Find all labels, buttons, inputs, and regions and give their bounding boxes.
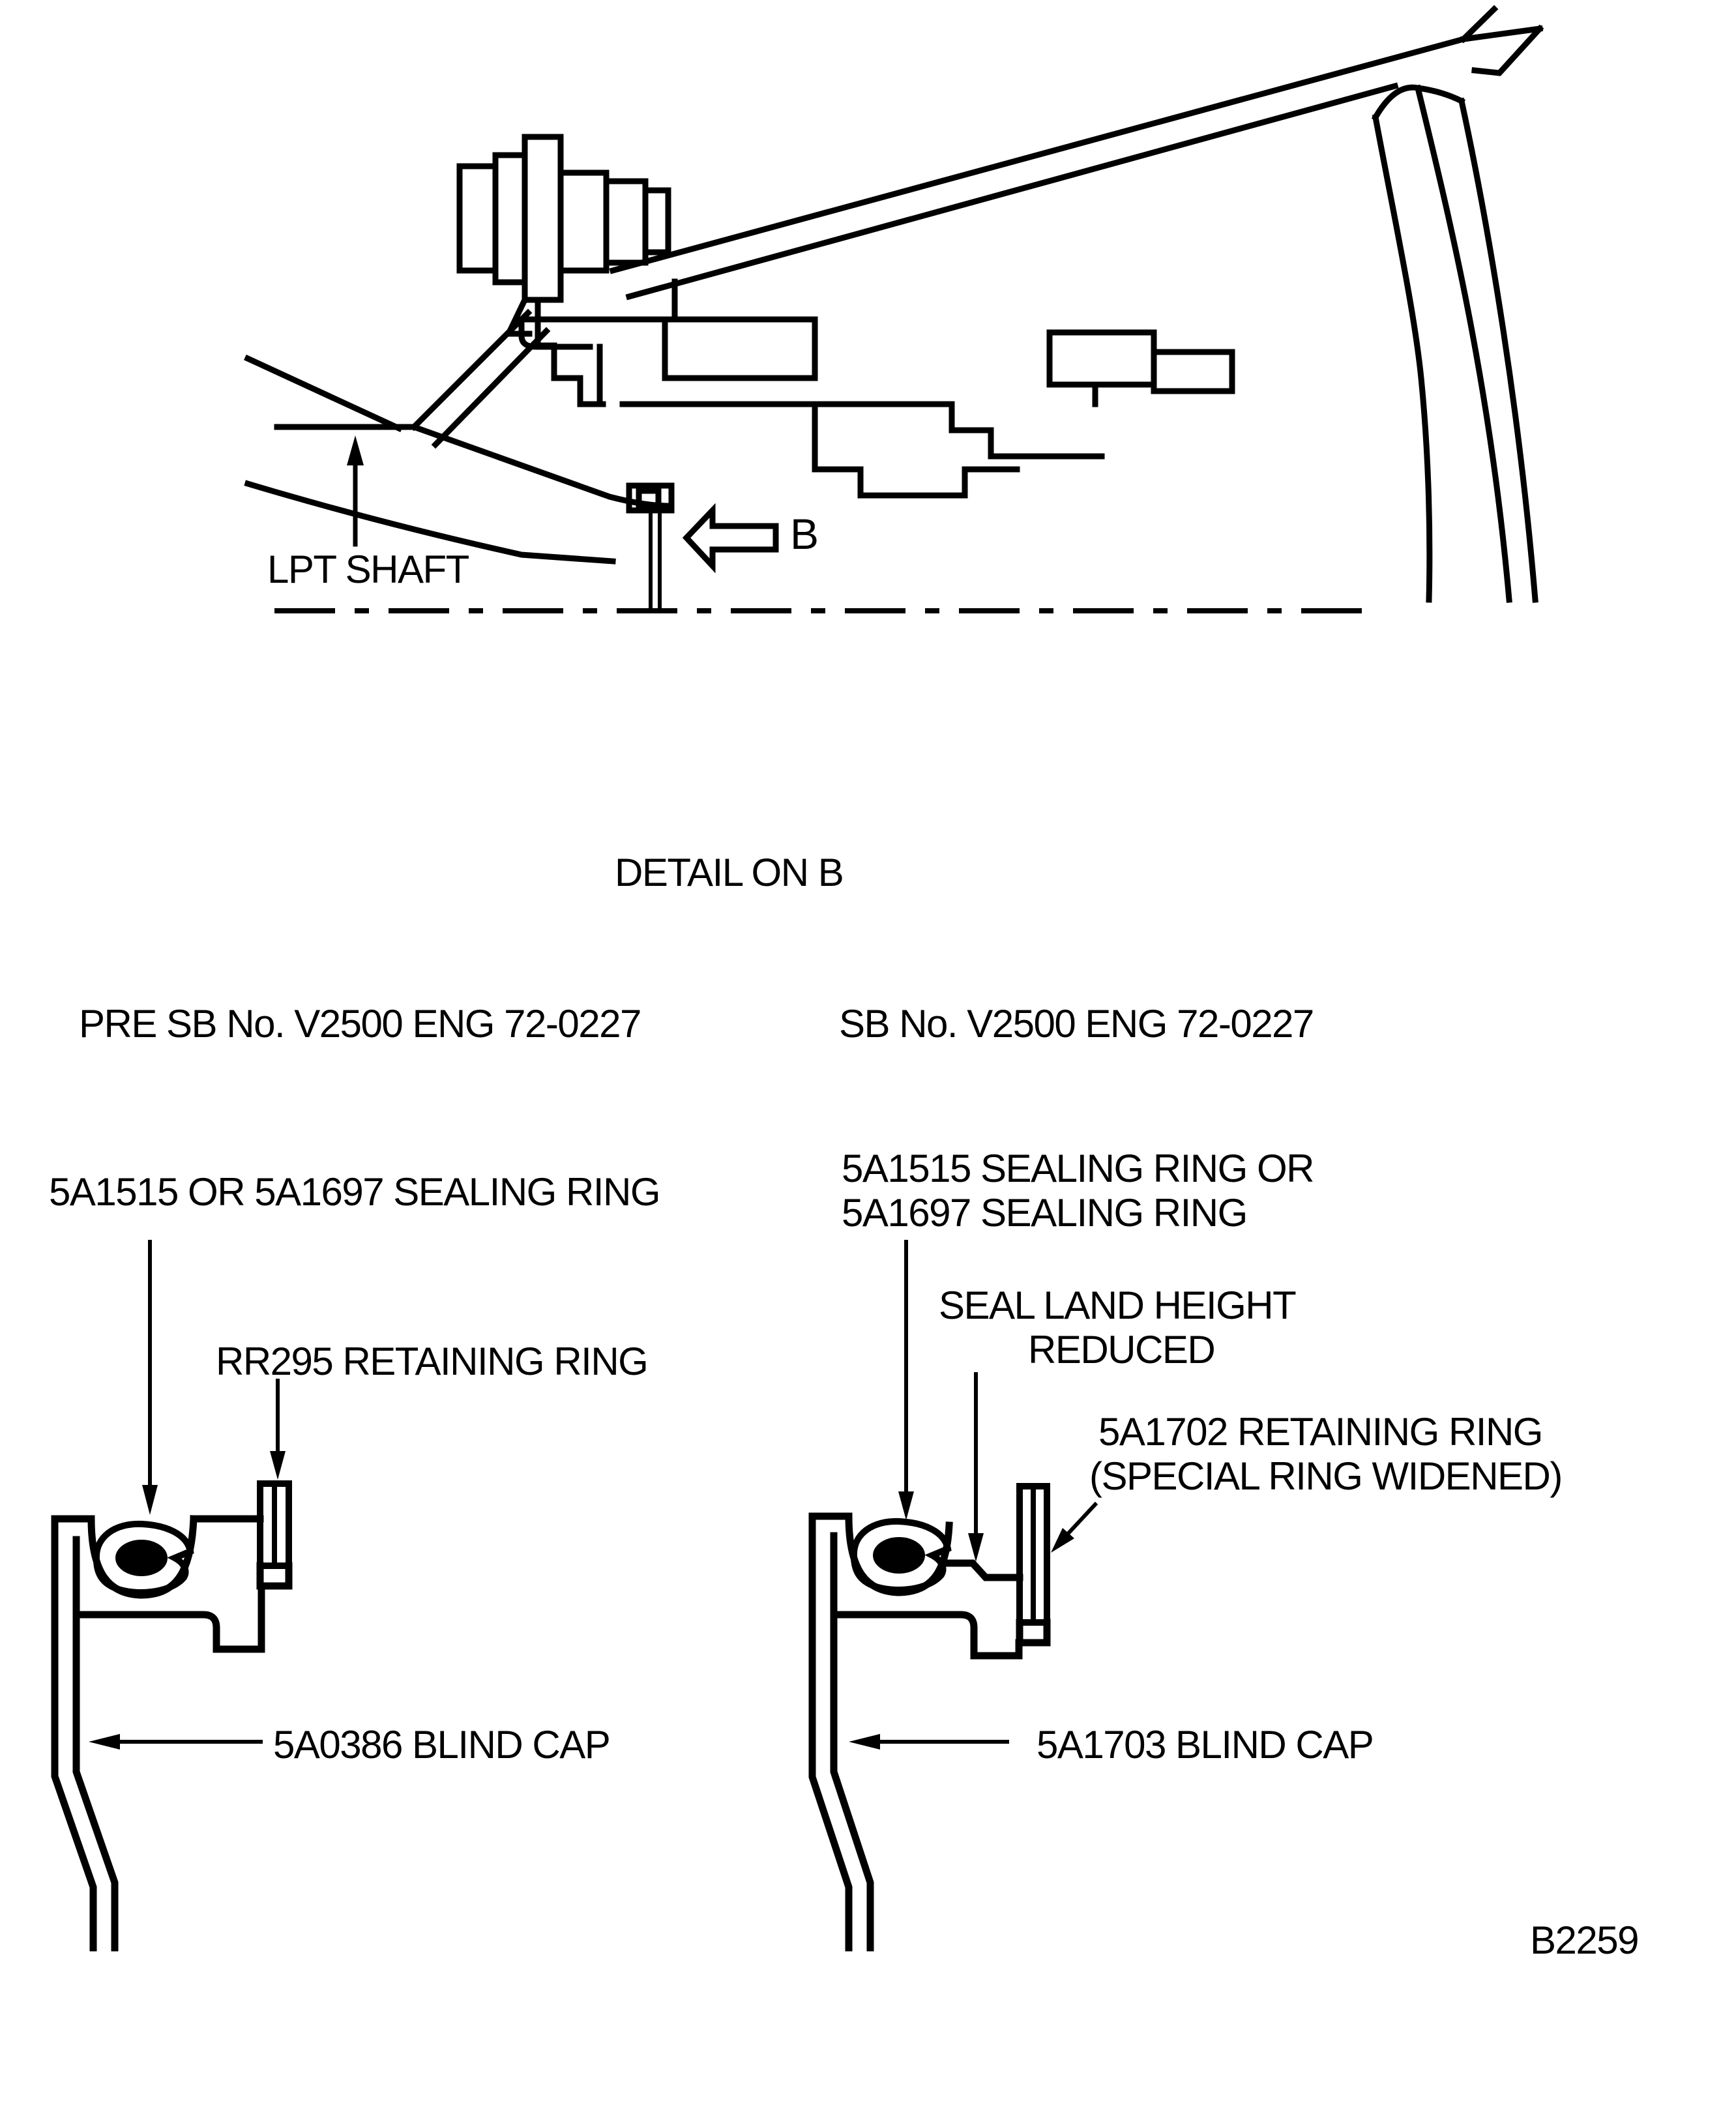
post-sb-retaining-ring-label-line2: (SPECIAL RING WIDENED) [1089,1454,1563,1498]
pre-sb-detail-drawing [51,1480,293,1952]
post-sb-retaining-ring-arrow [1051,1501,1098,1553]
post-sb-sealing-ring-arrow [898,1240,914,1520]
post-sb-seal-land-label-line2: REDUCED [1028,1328,1216,1372]
post-sb-detail-drawing [808,1483,1051,1952]
lpt-shaft-arrow [347,435,364,547]
detail-b-arrow [682,503,779,574]
detail-title: DETAIL ON B [615,851,844,894]
pre-sb-blind-cap-label: 5A0386 BLIND CAP [273,1723,611,1767]
overview-drawing [244,5,1544,613]
post-sb-sealing-ring-label-line1: 5A1515 SEALING RING OR [842,1147,1314,1190]
post-sb-blind-cap-label: 5A1703 BLIND CAP [1037,1723,1374,1767]
pre-sb-sealing-ring-arrow [142,1240,158,1515]
figure-code: B2259 [1530,1918,1640,1962]
pre-sb-retaining-ring-arrow [270,1379,286,1480]
post-sb-sealing-ring-label-line2: 5A1697 SEALING RING [842,1191,1248,1235]
lpt-shaft-label: LPT SHAFT [267,548,469,591]
pre-sb-sealing-ring-label: 5A1515 OR 5A1697 SEALING RING [49,1170,661,1214]
pre-sb-retaining-ring-label: RR295 RETAINING RING [216,1340,649,1383]
post-sb-blind-cap-arrow [849,1734,1009,1750]
post-sb-header: SB No. V2500 ENG 72-0227 [839,1002,1314,1046]
post-sb-retaining-ring-label-line1: 5A1702 RETAINING RING [1098,1410,1543,1454]
post-sb-seal-land-label-line1: SEAL LAND HEIGHT [939,1284,1297,1327]
detail-b-marker-letter: B [790,510,819,558]
post-sb-seal-land-arrow [968,1372,984,1562]
pre-sb-header: PRE SB No. V2500 ENG 72-0227 [79,1002,641,1046]
pre-sb-blind-cap-arrow [89,1734,263,1750]
